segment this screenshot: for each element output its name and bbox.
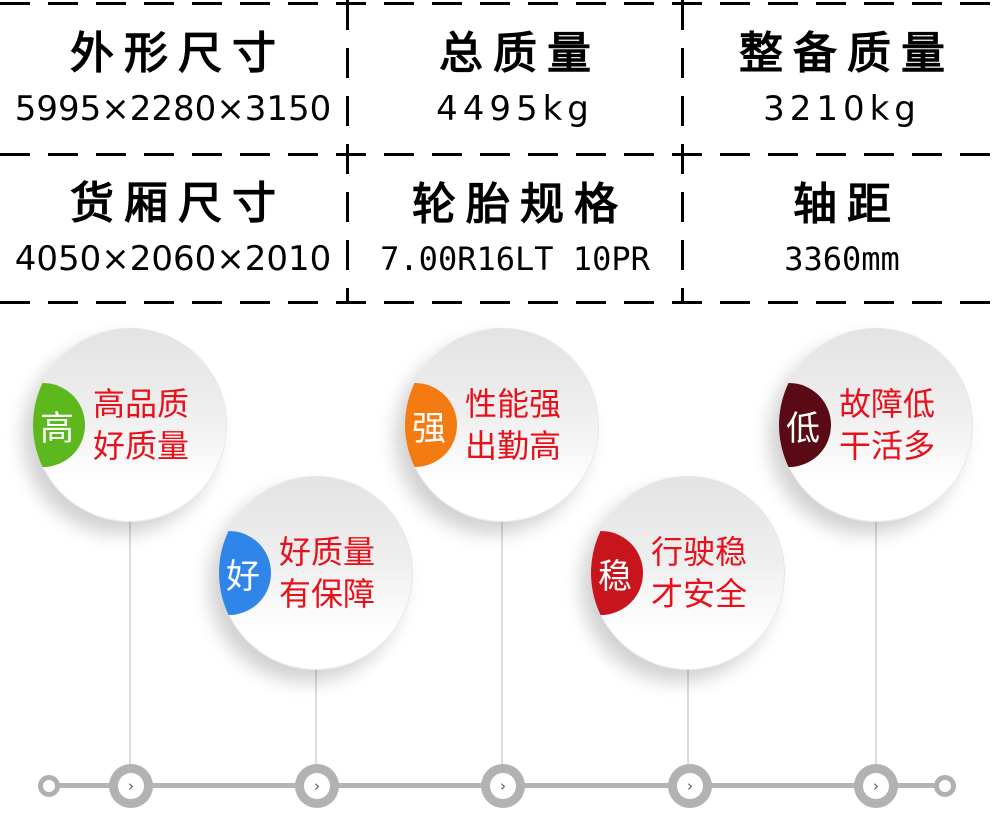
chevron-right-icon: › — [677, 773, 703, 799]
chevron-right-icon: › — [490, 773, 516, 799]
spec-cell-cargo-box-dimensions: 货厢尺寸 4050×2060×2010 — [0, 156, 346, 301]
table-column-divider-1 — [346, 0, 349, 304]
feature-bubble-low-failure: 低 故障低 干活多 — [779, 328, 973, 522]
badge-icon: 低 — [779, 383, 831, 467]
spec-table: 外形尺寸 5995×2280×3150 总质量 4495kg 整备质量 3210… — [0, 0, 1000, 304]
spec-cell-gross-weight: 总质量 4495kg — [349, 5, 681, 153]
feature-bubble-stable-driving: 稳 行驶稳 才安全 — [591, 476, 785, 670]
timeline-start-node — [38, 775, 60, 797]
spec-label: 外形尺寸 — [70, 28, 286, 79]
feature-line-2: 好质量 — [93, 427, 190, 465]
spec-value: 4050×2060×2010 — [14, 238, 332, 279]
timeline-node-2[interactable]: › — [295, 764, 339, 808]
spec-value: 5995×2280×3150 — [14, 89, 332, 129]
feature-line-2: 有保障 — [279, 575, 376, 613]
spec-cell-overall-dimensions: 外形尺寸 5995×2280×3150 — [0, 5, 346, 153]
badge-icon: 强 — [405, 383, 457, 467]
timeline-node-3[interactable]: › — [481, 764, 525, 808]
spec-label: 总质量 — [439, 28, 601, 79]
table-border-top — [0, 2, 1000, 5]
chevron-right-icon: › — [304, 773, 330, 799]
feature-bubble-good-guarantee: 好 好质量 有保障 — [219, 476, 413, 670]
spec-cell-tire-spec: 轮胎规格 7.00R16LT 10PR — [349, 156, 681, 301]
spec-label: 整备质量 — [739, 28, 955, 79]
timeline-node-5[interactable]: › — [854, 764, 898, 808]
feature-bubble-strong-performance: 强 性能强 出勤高 — [405, 328, 599, 522]
feature-bubble-high-quality: 高 高品质 好质量 — [33, 328, 227, 522]
feature-stem-5 — [875, 512, 877, 764]
spec-value: 3360mm — [784, 239, 900, 278]
spec-value: 7.00R16LT 10PR — [380, 239, 650, 278]
badge-icon: 好 — [219, 531, 271, 615]
feature-line-1: 性能强 — [465, 385, 562, 423]
feature-text: 性能强 出勤高 — [465, 383, 561, 467]
spec-cell-curb-weight: 整备质量 3210kg — [684, 5, 1000, 153]
timeline-node-1[interactable]: › — [109, 764, 153, 808]
feature-line-2: 才安全 — [651, 575, 748, 613]
spec-label: 轴距 — [793, 178, 901, 230]
badge-icon: 高 — [33, 383, 85, 467]
spec-value: 4495kg — [436, 89, 594, 129]
feature-line-2: 干活多 — [839, 427, 936, 465]
table-row-divider — [0, 153, 1000, 156]
spec-cell-wheelbase: 轴距 3360mm — [684, 156, 1000, 301]
feature-line-1: 故障低 — [839, 385, 936, 423]
timeline-end-node — [934, 775, 956, 797]
timeline-node-4[interactable]: › — [668, 764, 712, 808]
spec-label: 轮胎规格 — [412, 178, 628, 230]
feature-line-1: 高品质 — [93, 385, 190, 423]
feature-line-2: 出勤高 — [465, 427, 562, 465]
chevron-right-icon: › — [863, 773, 889, 799]
chevron-right-icon: › — [118, 773, 144, 799]
feature-stem-4 — [687, 663, 689, 764]
badge-icon: 稳 — [591, 531, 643, 615]
table-border-bottom — [0, 301, 1000, 304]
feature-text: 故障低 干活多 — [839, 383, 935, 467]
feature-text: 高品质 好质量 — [93, 383, 189, 467]
feature-stem-2 — [315, 663, 317, 764]
feature-line-1: 行驶稳 — [651, 533, 748, 571]
table-column-divider-2 — [681, 0, 684, 304]
feature-stem-1 — [129, 512, 131, 764]
feature-text: 好质量 有保障 — [279, 531, 375, 615]
spec-value: 3210kg — [763, 89, 921, 129]
spec-label: 货厢尺寸 — [70, 177, 286, 229]
feature-stem-3 — [501, 512, 503, 764]
feature-line-1: 好质量 — [279, 533, 376, 571]
feature-text: 行驶稳 才安全 — [651, 531, 747, 615]
